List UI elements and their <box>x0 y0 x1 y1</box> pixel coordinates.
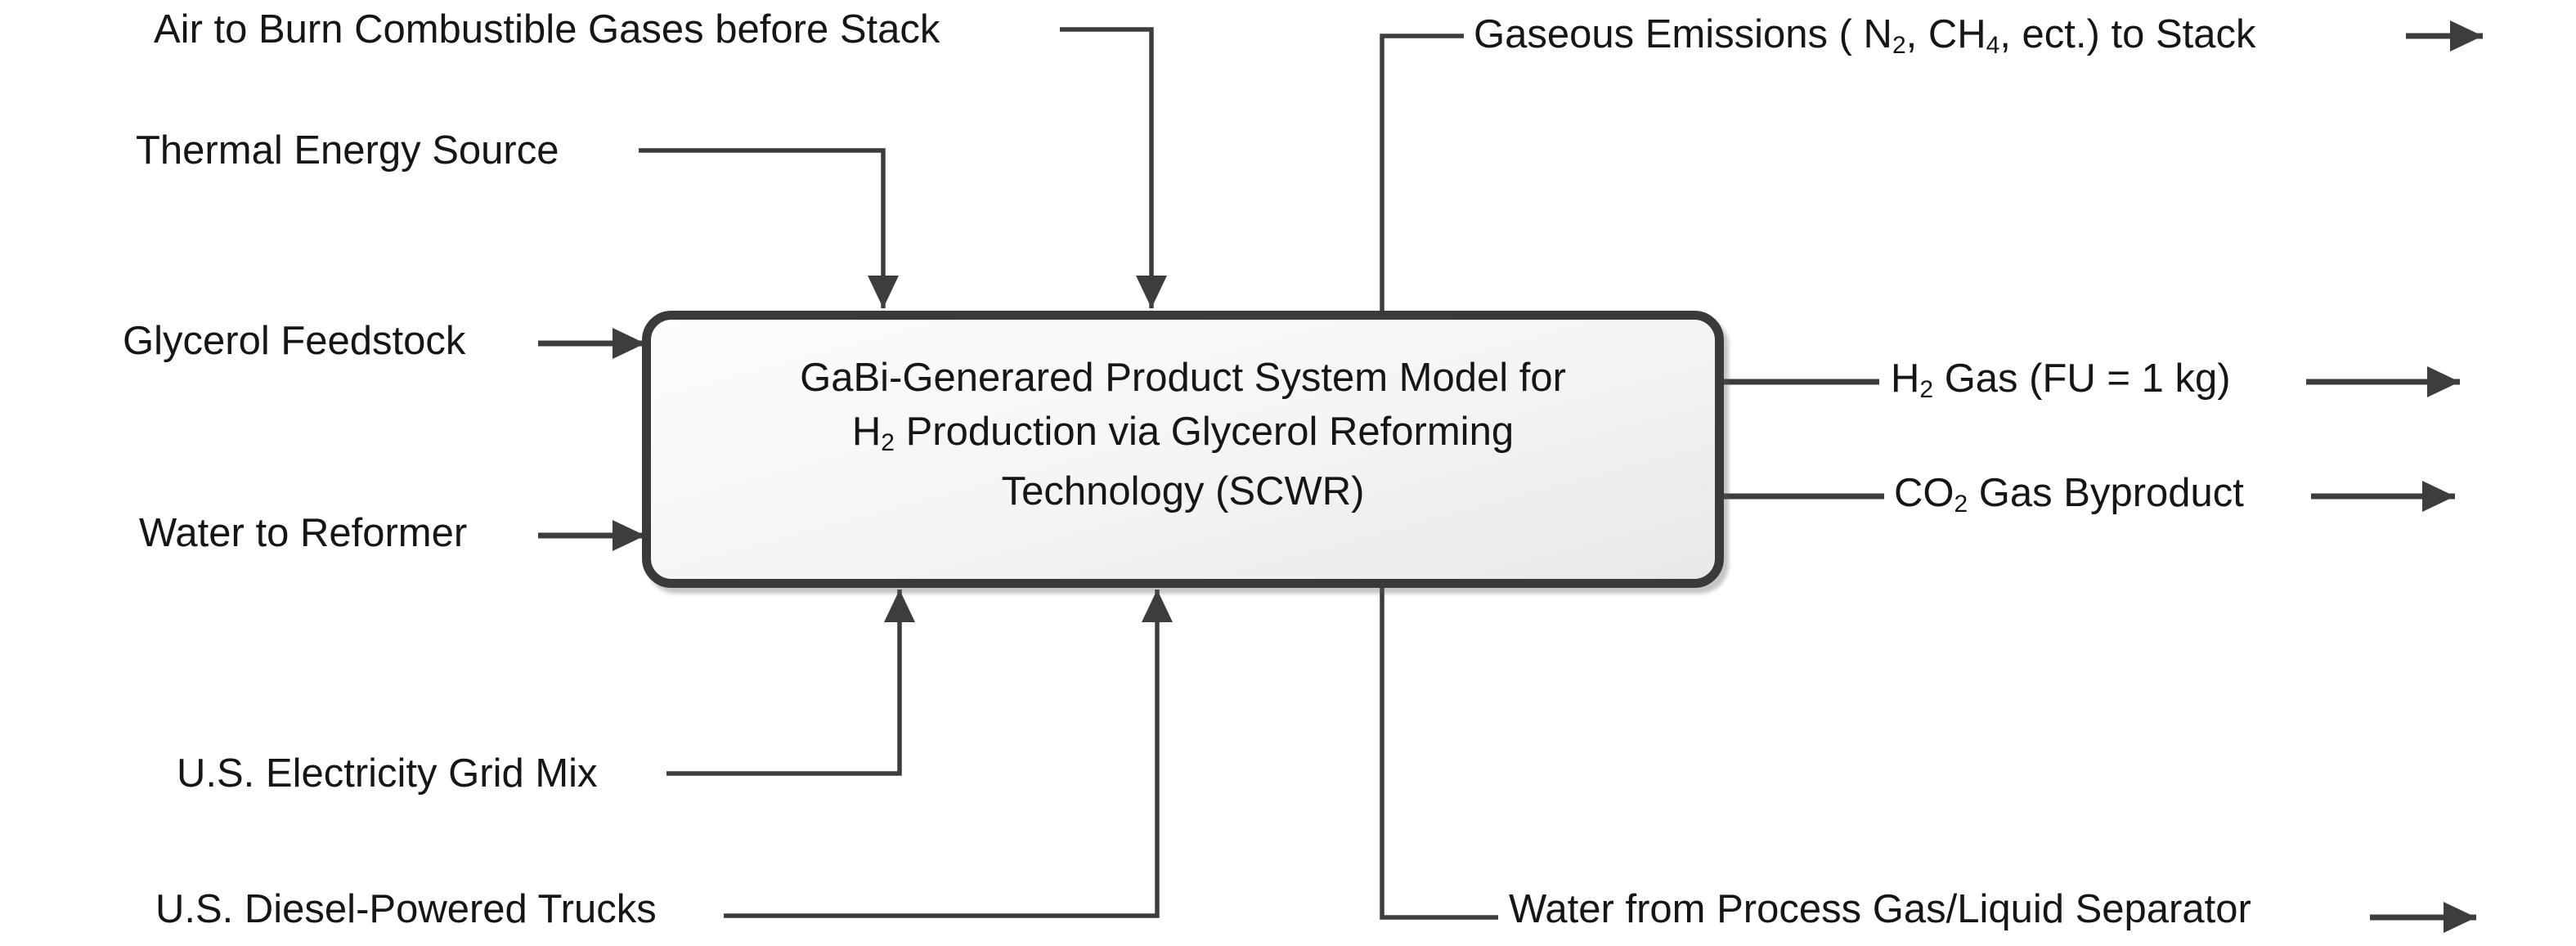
subscript: 2 <box>1919 376 1934 404</box>
output-label-water-separator: Water from Process Gas/Liquid Separator <box>1509 887 2251 931</box>
input-label-air: Air to Burn Combustible Gases before Sta… <box>154 7 940 52</box>
subscript: 2 <box>1892 32 1906 60</box>
gaseous-connector-line <box>1380 34 1464 312</box>
input-label-electricity: U.S. Electricity Grid Mix <box>177 751 598 796</box>
input-label-diesel: U.S. Diesel-Powered Trucks <box>155 887 657 931</box>
water-output-connector-line <box>1380 586 1498 920</box>
output-label-h2-gas: H2 Gas (FU = 1 kg) <box>1891 356 2231 404</box>
subscript: 2 <box>1954 491 1968 518</box>
input-label-glycerol: Glycerol Feedstock <box>123 319 466 363</box>
subscript: 2 <box>881 429 895 457</box>
process-box-title-line3: Technology (SCWR) <box>1001 469 1365 513</box>
subscript: 4 <box>1986 32 2000 60</box>
input-label-water: Water to Reformer <box>139 511 468 555</box>
process-box: GaBi-Generared Product System Model for … <box>642 311 1724 588</box>
process-box-title-line1: GaBi-Generared Product System Model for <box>800 356 1566 400</box>
output-label-gaseous-emissions: Gaseous Emissions ( N2, CH4, ect.) to St… <box>1474 12 2256 60</box>
air-connector-line <box>1060 27 1167 308</box>
process-box-title: GaBi-Generared Product System Model for … <box>800 351 1566 518</box>
thermal-connector-line <box>639 148 899 308</box>
process-box-title-line2: H2 Production via Glycerol Reforming <box>851 410 1515 457</box>
input-label-thermal: Thermal Energy Source <box>136 128 559 173</box>
output-label-co2-byproduct: CO2 Gas Byproduct <box>1894 471 2244 518</box>
electricity-connector-line <box>666 590 915 776</box>
diesel-connector-line <box>724 590 1173 918</box>
